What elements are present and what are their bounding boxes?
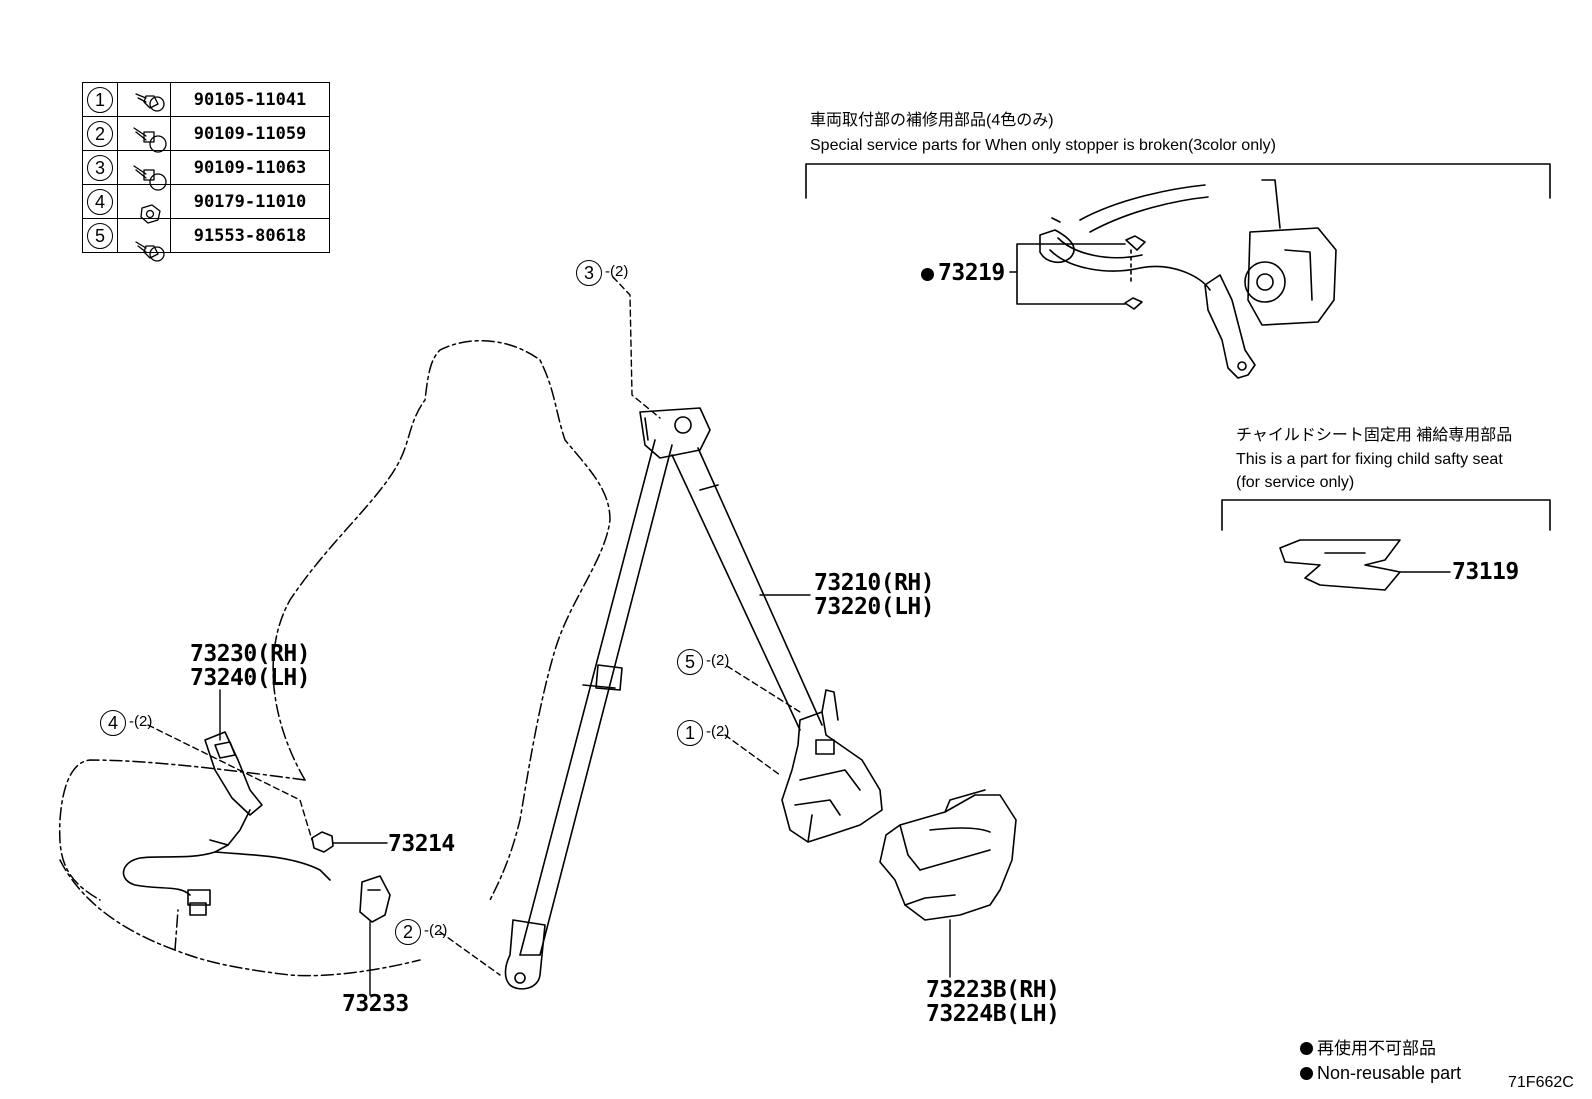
part-number: 91553-80618	[170, 218, 330, 253]
callout-1-qty: -(2)	[706, 723, 730, 740]
index-number: 1	[87, 86, 113, 113]
bolt-collar-icon	[117, 150, 171, 185]
label-nut: 73214	[388, 831, 455, 857]
child-seat-box	[1221, 499, 1551, 591]
child-note-en-1: This is a part for fixing child safty se…	[1236, 451, 1503, 468]
callout-3-number: 3	[576, 260, 602, 286]
callout-5-number: 5	[677, 649, 703, 675]
table-row: 5 91553-80618	[82, 218, 330, 253]
legend-jp: 再使用不可部品	[1300, 1040, 1436, 1058]
index-number: 2	[87, 120, 113, 147]
label-stopper-number: 73219	[938, 260, 1005, 286]
index-number: 3	[87, 154, 113, 181]
callout-5-qty: -(2)	[706, 652, 730, 669]
stopper-box	[805, 163, 1551, 379]
row-index-cell: 3	[82, 150, 118, 185]
index-number: 5	[87, 222, 113, 249]
stopper-note-jp: 車両取付部の補修用部品(4色のみ)	[810, 112, 1054, 129]
table-row: 4 90179-11010	[82, 184, 330, 219]
non-reusable-dot-icon	[1300, 1042, 1313, 1055]
label-belt-lh: 73220(LH)	[814, 594, 935, 620]
stopper-note-en: Special service parts for When only stop…	[810, 137, 1276, 154]
bolt-collar-icon	[117, 116, 171, 151]
callout-4-number: 4	[100, 710, 126, 736]
fastener-leaders	[147, 276, 801, 976]
child-note-jp: チャイルドシート固定用 補給専用部品	[1236, 427, 1513, 444]
seat-outline	[58, 340, 611, 977]
label-retractor-cover-lh: 73224B(LH)	[926, 1001, 1060, 1027]
fastener-table: 1 90105-11041 2 90109-11059 3 90109-1106…	[82, 82, 330, 253]
row-index-cell: 2	[82, 116, 118, 151]
non-reusable-dot-icon	[921, 268, 934, 281]
callout-3-qty: -(2)	[605, 263, 629, 280]
row-index-cell: 1	[82, 82, 118, 117]
part-number: 90109-11063	[170, 150, 330, 185]
label-stopper: 73219	[921, 261, 1005, 285]
retractor-cover	[879, 789, 1017, 921]
legend-en-text: Non-reusable part	[1317, 1063, 1462, 1083]
belt-webbing	[504, 407, 823, 990]
label-cover: 73233	[342, 991, 409, 1017]
label-buckle-lh: 73240(LH)	[190, 665, 311, 691]
callout-2-qty: -(2)	[424, 922, 448, 939]
callout-2-number: 2	[395, 919, 421, 945]
bolt-washer-icon	[117, 218, 171, 253]
legend-en: Non-reusable part	[1300, 1064, 1461, 1082]
table-row: 1 90105-11041	[82, 82, 330, 117]
nut-shape	[311, 831, 334, 853]
table-row: 3 90109-11063	[82, 150, 330, 185]
legend-jp-text: 再使用不可部品	[1317, 1039, 1436, 1058]
cover-shape	[359, 875, 391, 923]
callout-4-qty: -(2)	[129, 713, 153, 730]
label-belt-rh: 73210(RH)	[814, 570, 935, 596]
label-leaders	[219, 571, 1451, 996]
row-index-cell: 5	[82, 218, 118, 253]
part-number: 90179-11010	[170, 184, 330, 219]
table-row: 2 90109-11059	[82, 116, 330, 151]
figure-code: 71F662C	[1508, 1074, 1574, 1091]
nut-icon	[117, 184, 171, 219]
label-child-seat-part: 73119	[1452, 559, 1519, 585]
callout-1-number: 1	[677, 720, 703, 746]
non-reusable-dot-icon	[1300, 1067, 1313, 1080]
index-number: 4	[87, 188, 113, 215]
label-retractor-cover-rh: 73223B(RH)	[926, 977, 1060, 1003]
label-buckle-rh: 73230(RH)	[190, 641, 311, 667]
buckle-harness	[122, 731, 331, 916]
part-number: 90109-11059	[170, 116, 330, 151]
bolt-washer-icon	[117, 82, 171, 117]
retractor	[781, 689, 883, 843]
child-note-en-2: (for service only)	[1236, 474, 1355, 491]
part-number: 90105-11041	[170, 82, 330, 117]
row-index-cell: 4	[82, 184, 118, 219]
